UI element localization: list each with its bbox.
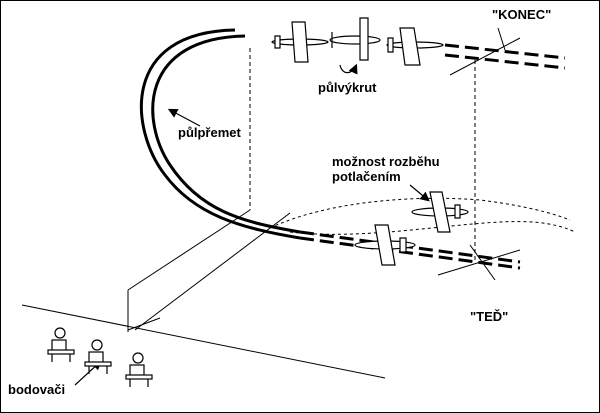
plane-top-3 (386, 27, 444, 66)
label-ted: "TEĎ" (470, 309, 508, 324)
push-option-path (269, 197, 576, 235)
judge-1-icon (47, 327, 75, 362)
plane-top-2 (329, 17, 381, 61)
label-pulvykrut: půlvýkrut (318, 80, 377, 95)
plane-bottom-entry (354, 224, 416, 266)
label-bodovaci: bodovači (8, 382, 65, 397)
half-loop-path (139, 28, 301, 240)
exit-path (444, 27, 566, 76)
plane-top-1 (271, 21, 329, 63)
label-moznost-line1: možnost rozběhu (332, 154, 440, 169)
label-pulpremet: půlpřemet (178, 125, 242, 140)
judge-3-icon (125, 352, 153, 387)
label-moznost-line2: potlačením (332, 169, 401, 184)
judge-2-icon (84, 339, 112, 374)
plane-push-option (411, 191, 469, 233)
roll-arrow-icon (339, 63, 358, 75)
label-konec: "KONEC" (492, 7, 551, 22)
entry-path (299, 230, 521, 281)
